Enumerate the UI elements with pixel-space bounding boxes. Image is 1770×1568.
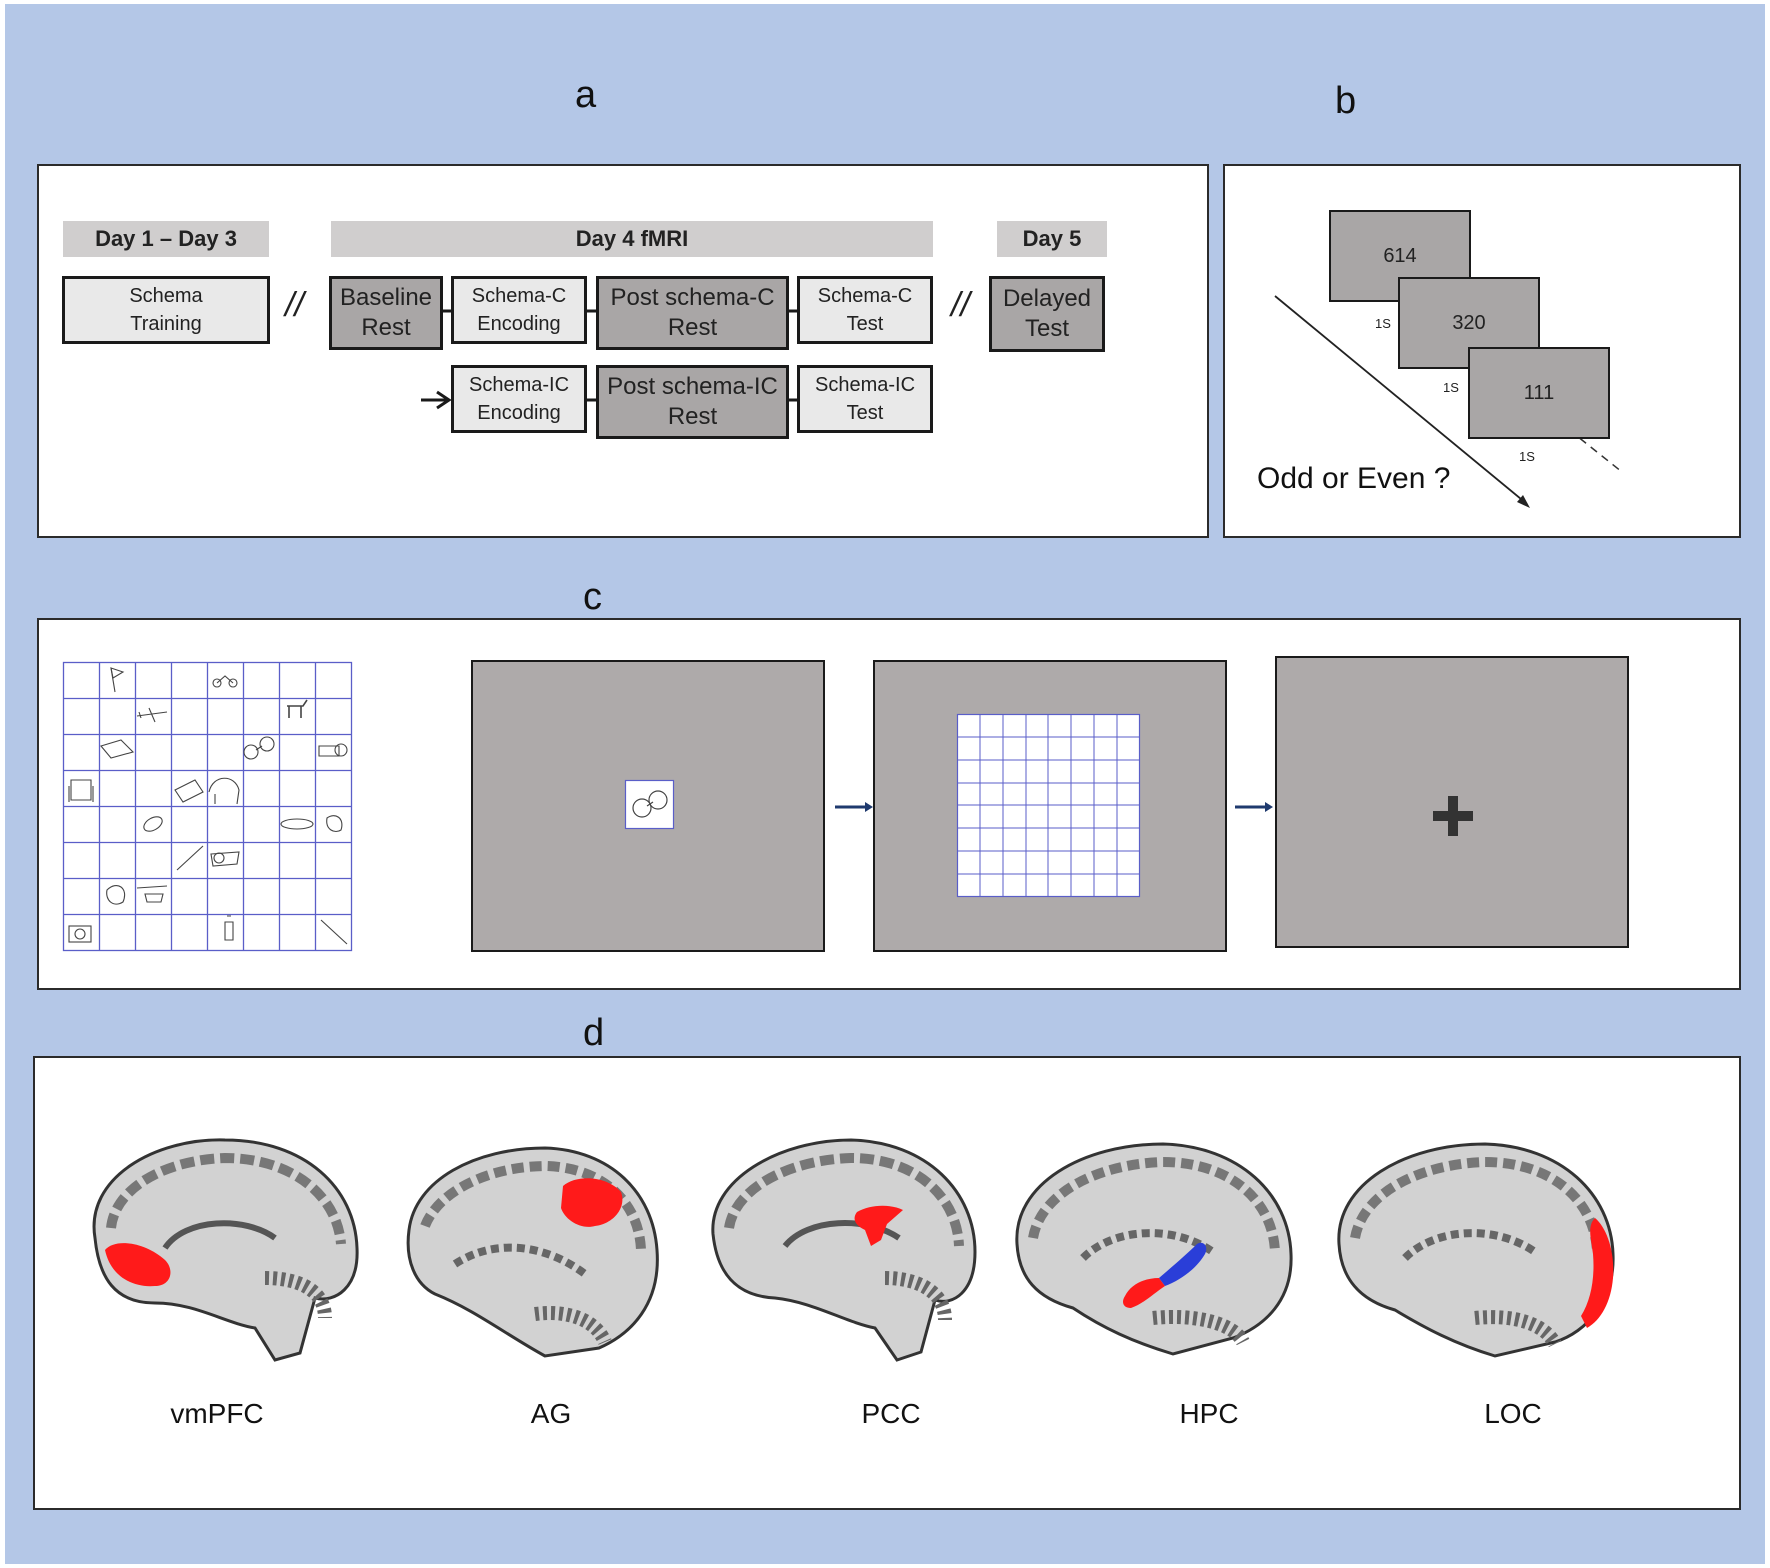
vmpfc-activation — [105, 1243, 171, 1287]
plate-icon — [280, 818, 314, 830]
region-label-hpc: HPC — [1179, 1398, 1239, 1429]
zebra-icon — [287, 699, 308, 718]
box-delayed-test: Delayed Test — [989, 276, 1105, 352]
duration-3: 1S — [1519, 449, 1535, 464]
header-day4: Day 4 fMRI — [331, 221, 933, 257]
box-schema-ic-encoding: Schema-IC Encoding — [451, 365, 587, 433]
elephant-icon — [208, 777, 240, 805]
panel-a-timeline: Day 1 – Day 3 Day 4 fMRI Day 5 Schema Tr… — [37, 164, 1209, 538]
motorbike-icon — [212, 675, 238, 688]
duration-2: 1S — [1443, 380, 1459, 395]
odd-even-question: Odd or Even ? — [1257, 462, 1451, 495]
pen-icon — [320, 919, 348, 945]
box-baseline-rest: Baseline Rest — [329, 276, 443, 350]
panel-c-encoding-trial — [37, 618, 1741, 990]
object-cue-card — [624, 779, 675, 830]
shell-icon — [326, 815, 343, 833]
tape-icon — [318, 743, 348, 757]
fixation-cross-icon — [1433, 796, 1473, 836]
separator-2: // — [951, 286, 970, 324]
region-label-ag: AG — [530, 1398, 572, 1429]
region-label-loc: LOC — [1484, 1398, 1542, 1429]
panel-b-odd-even-task: 614 320 111 1S 1S 1S Odd or Even ? — [1223, 164, 1741, 538]
brain-ag — [406, 1146, 659, 1358]
header-day1-3: Day 1 – Day 3 — [63, 221, 269, 257]
airplane-icon — [136, 707, 168, 723]
panel-a-connectors — [421, 309, 797, 410]
flag-icon — [110, 667, 125, 693]
box-post-schema-ic-rest: Post schema-IC Rest — [596, 365, 789, 439]
panel-label-b: b — [1335, 80, 1357, 122]
pcc-activation — [854, 1205, 903, 1246]
box-schema-training: Schema Training — [62, 276, 270, 344]
screen-location-grid — [873, 660, 1227, 952]
panel-label-d: d — [583, 1012, 605, 1054]
separator-1: // — [285, 286, 304, 324]
dumbbell-icon — [632, 790, 668, 818]
panel-label-a: a — [575, 74, 597, 116]
needle-icon — [176, 845, 204, 871]
brain-hpc — [1015, 1142, 1293, 1356]
header-day5: Day 5 — [997, 221, 1107, 257]
brain-vmpfc — [92, 1138, 359, 1362]
dumbbell-icon — [243, 736, 275, 760]
panel-d-rois: vmPFC AG PCC HPC LOC — [33, 1056, 1741, 1510]
hpc-activation-red — [1123, 1278, 1165, 1308]
ag-activation — [561, 1178, 623, 1227]
pillow-icon — [100, 739, 135, 759]
camera-icon — [68, 925, 92, 943]
box-schema-c-encoding: Schema-C Encoding — [451, 276, 587, 344]
screen-fixation — [1275, 656, 1629, 948]
box-schema-c-test: Schema-C Test — [797, 276, 933, 344]
trial-number-3: 111 — [1468, 347, 1610, 439]
object-location-grid — [62, 661, 353, 952]
hpc-activation-blue — [1159, 1242, 1207, 1286]
region-label-vmpfc: vmPFC — [170, 1398, 264, 1429]
bottle-icon — [224, 915, 234, 941]
panel-label-c: c — [583, 576, 602, 618]
duration-1: 1S — [1375, 316, 1391, 331]
brain-loc — [1337, 1142, 1615, 1358]
response-grid — [956, 713, 1141, 898]
screen-object-cue — [471, 660, 825, 952]
football-icon — [143, 816, 163, 832]
brain-pcc — [711, 1138, 977, 1362]
leaf-icon — [106, 885, 125, 905]
region-label-pcc: PCC — [861, 1398, 921, 1429]
cylinder-icon — [174, 779, 204, 803]
loc-activation — [1581, 1218, 1614, 1328]
box-schema-ic-test: Schema-IC Test — [797, 365, 933, 433]
armchair-icon — [68, 779, 94, 802]
gear-box-icon — [210, 851, 240, 867]
box-post-schema-c-rest: Post schema-C Rest — [596, 276, 789, 350]
figure-frame: a b c d Day 1 – Day 3 Day 4 fMRI Day 5 S… — [5, 4, 1765, 1564]
arrow-2-icon — [1235, 802, 1273, 812]
arrow-1-icon — [835, 802, 873, 812]
helicopter-icon — [136, 885, 168, 903]
